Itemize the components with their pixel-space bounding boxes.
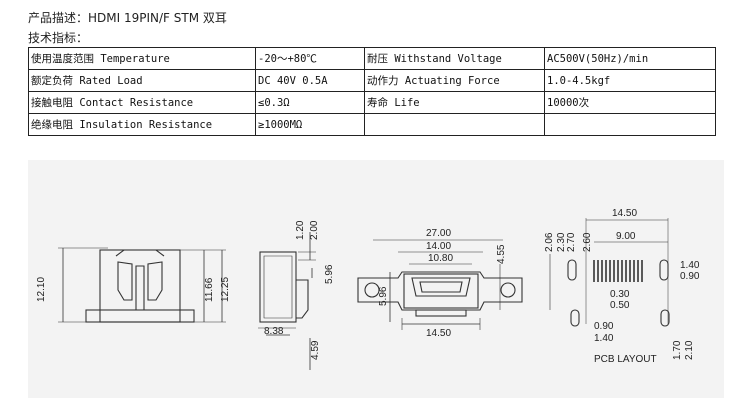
pcb-r2: 0.90 (680, 271, 700, 282)
table-cell (544, 113, 716, 136)
table-cell: 动作力 Actuating Force (364, 69, 545, 92)
table-row: 接触电阻 Contact Resistance ≤0.3Ω 寿命 Life 10… (28, 91, 716, 114)
side-top-1: 1.20 (295, 220, 306, 240)
table-cell: 耐压 Withstand Voltage (364, 47, 545, 70)
pcb-v4: 2.60 (582, 232, 593, 252)
tech-spec-heading: 技术指标： (28, 31, 89, 45)
face-view (357, 239, 523, 330)
table-row: 使用温度范围 Temperature -20～+80℃ 耐压 Withstand… (28, 47, 716, 70)
side-view (258, 232, 316, 370)
table-cell: ≤0.3Ω (255, 91, 365, 114)
side-top-2: 2.00 (309, 220, 320, 240)
face-bottom: 14.50 (426, 328, 451, 339)
pcb-b4: 2.10 (684, 340, 695, 360)
table-cell: 1.0-4.5kgf (544, 69, 716, 92)
front-height-label: 12.10 (36, 277, 47, 302)
pcb-v3: 2.70 (566, 232, 577, 252)
table-cell: -20～+80℃ (255, 47, 365, 70)
pcb-v2: 2.30 (556, 232, 567, 252)
pcb-r1: 1.40 (680, 260, 700, 271)
face-width-1: 27.00 (426, 228, 451, 239)
table-cell: 额定负荷 Rated Load (28, 69, 256, 92)
side-mid: 5.96 (324, 264, 335, 284)
face-height: 4.55 (496, 244, 507, 264)
product-description: 产品描述：HDMI 19PIN/F STM 双耳 (28, 11, 227, 25)
pcb-m1: 0.30 (610, 289, 630, 300)
pcb-b3: 1.70 (672, 340, 683, 360)
front-dim-1: 11.66 (204, 277, 215, 302)
pcb-top-width: 14.50 (612, 208, 637, 219)
side-bottom: 8.38 (264, 326, 284, 337)
pcb-layout (549, 218, 670, 327)
table-cell: 寿命 Life (364, 91, 545, 114)
face-width-2: 14.00 (426, 241, 451, 252)
pcb-b1: 0.90 (594, 321, 614, 332)
spec-table: 使用温度范围 Temperature -20～+80℃ 耐压 Withstand… (28, 47, 716, 136)
table-row: 绝缘电阻 Insulation Resistance ≥1000MΩ (28, 113, 716, 136)
pcb-b2: 1.40 (594, 333, 614, 344)
table-row: 额定负荷 Rated Load DC 40V 0.5A 动作力 Actuatin… (28, 69, 716, 92)
table-cell: ≥1000MΩ (255, 113, 365, 136)
table-cell: 接触电阻 Contact Resistance (28, 91, 256, 114)
table-cell: 绝缘电阻 Insulation Resistance (28, 113, 256, 136)
table-cell: AC500V(50Hz)/min (544, 47, 716, 70)
table-cell (364, 113, 545, 136)
face-left: 5.96 (378, 286, 389, 306)
pcb-m2: 0.50 (610, 300, 630, 311)
side-base: 4.59 (310, 340, 321, 360)
front-view (58, 247, 226, 323)
table-cell: 10000次 (544, 91, 716, 114)
pcb-v1: 2.06 (544, 232, 555, 252)
front-dim-2: 12.25 (220, 277, 231, 302)
face-width-3: 10.80 (428, 253, 453, 264)
pcb-width-2: 9.00 (616, 231, 636, 242)
pcb-layout-label: PCB LAYOUT (594, 354, 657, 365)
table-cell: 使用温度范围 Temperature (28, 47, 256, 70)
technical-drawing: 12.10 11.66 12.25 1.20 2.00 5.96 8.38 4.… (28, 160, 724, 398)
table-cell: DC 40V 0.5A (255, 69, 365, 92)
